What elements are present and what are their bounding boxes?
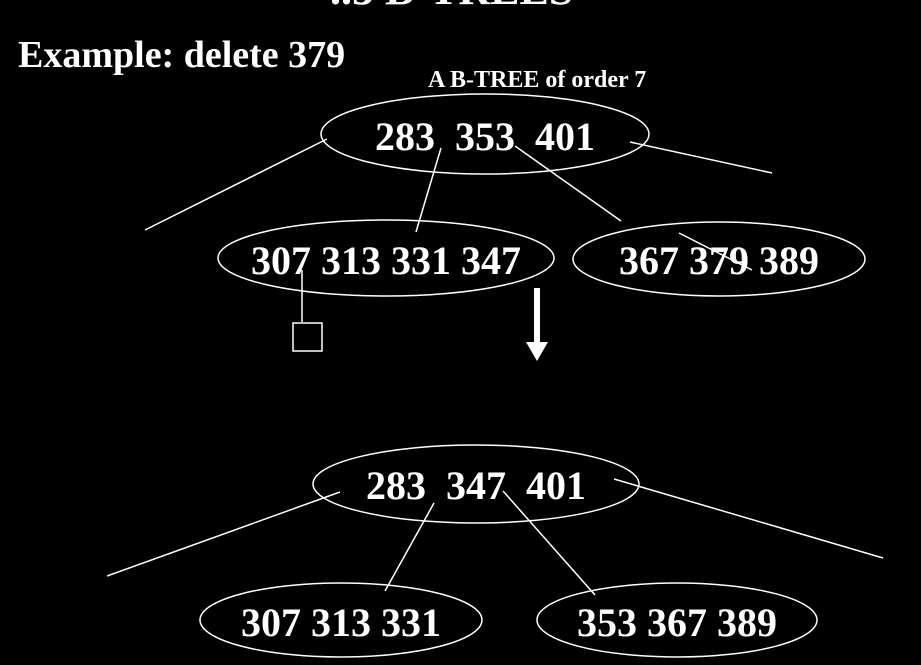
left-child-after-keys: 307 313 331 <box>241 600 441 645</box>
slide-title: Example: delete 379 <box>18 34 345 76</box>
tree-subtitle: A B-TREE of order 7 <box>428 67 646 93</box>
edge-root-right-child <box>514 145 622 222</box>
root-node-before-keys: 283 353 401 <box>375 114 595 159</box>
deletion-strike-mark <box>678 232 753 271</box>
tree-before: 283 353 401 307 313 331 347 367 379 389 <box>144 93 866 352</box>
tree-after: 283 347 401 307 313 331 353 367 389 <box>106 444 884 658</box>
edge-after-left-child <box>384 502 435 592</box>
edge-after-far-right <box>613 478 884 559</box>
edge-after-right-child <box>502 490 596 596</box>
left-child-before-keys: 307 313 331 347 <box>251 238 521 283</box>
transition-arrow <box>526 288 548 361</box>
right-child-after <box>536 582 818 658</box>
leaf-node-box <box>292 322 323 352</box>
edge-root-left-child <box>415 147 442 233</box>
right-child-after-keys: 353 367 389 <box>577 600 777 645</box>
root-node-before <box>320 93 650 175</box>
root-node-after <box>312 444 640 524</box>
edge-root-far-right <box>629 141 773 174</box>
left-child-after <box>199 582 483 658</box>
right-child-before-keys: 367 379 389 <box>619 238 819 283</box>
edge-root-far-left <box>144 138 328 231</box>
left-child-before <box>217 219 555 297</box>
root-node-after-keys: 283 347 401 <box>366 463 586 508</box>
arrow-down-icon <box>526 342 548 361</box>
slide-header-fragment: ..5 B-TREES <box>330 0 573 14</box>
edge-after-far-left <box>106 491 341 577</box>
right-child-before <box>572 221 866 297</box>
